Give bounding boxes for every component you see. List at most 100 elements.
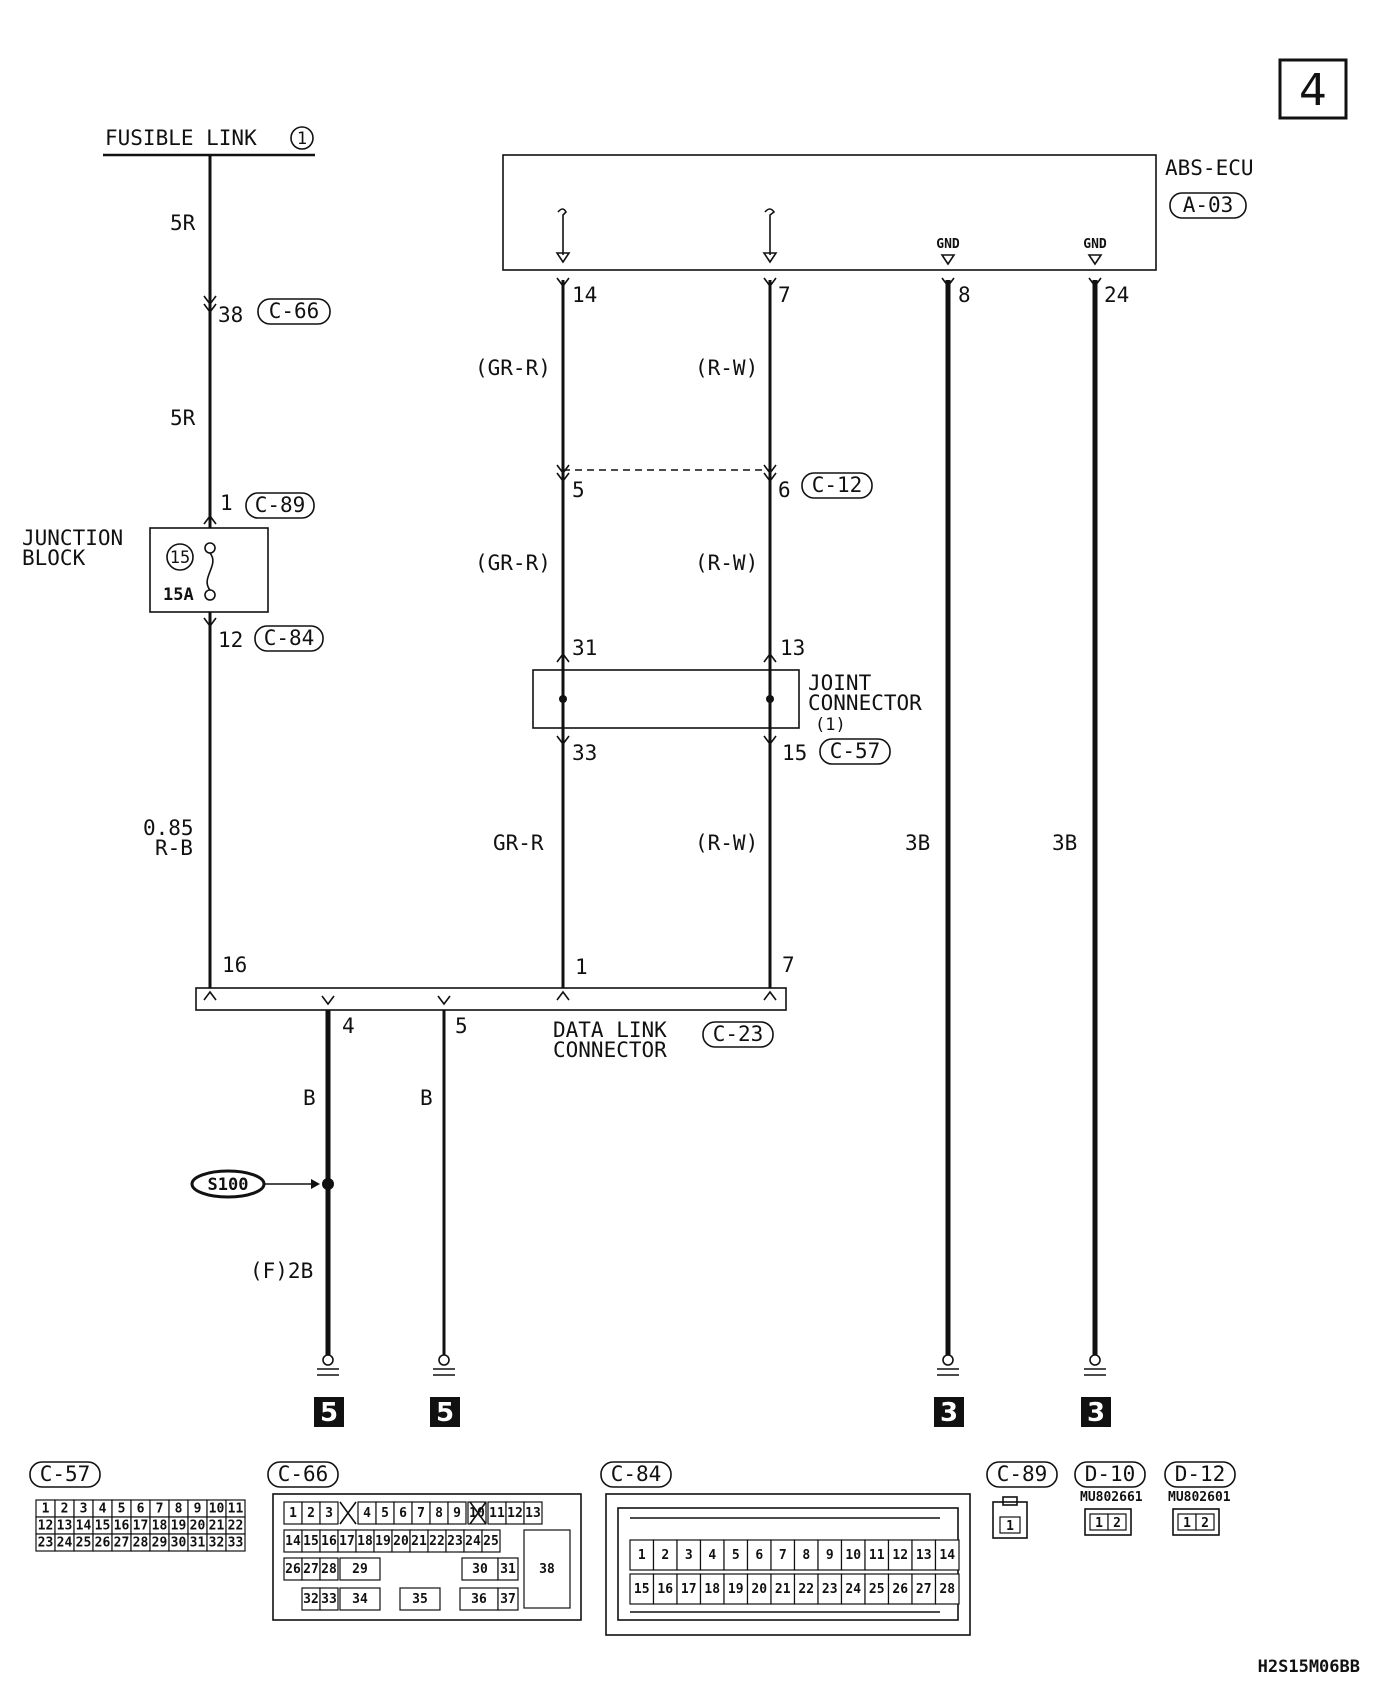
joint-node-b: [766, 695, 774, 703]
face-c84-outline: [605, 1493, 971, 1636]
face-c66-pin-32: 32: [303, 1592, 319, 1607]
face-c66-pin-28: 28: [321, 1562, 337, 1577]
pin-24: 24: [1104, 283, 1129, 307]
face-c66-pin-17: 17: [339, 1534, 355, 1549]
conn-c84-label: C-84: [264, 626, 315, 650]
face-c57-pin-23: 23: [38, 1536, 54, 1551]
face-c84-pin-25: 25: [869, 1582, 885, 1597]
face-c57-pin-5: 5: [118, 1502, 126, 1517]
face-d10-cell-2: 2: [1113, 1516, 1121, 1531]
face-c66-cell: [523, 1501, 543, 1525]
face-c66-pin-4: 4: [363, 1506, 371, 1521]
face-c57-pin-6: 6: [137, 1502, 145, 1517]
data-link-line2: CONNECTOR: [553, 1038, 667, 1062]
pin-38: 38: [218, 303, 243, 327]
conn-c12-label: C-12: [812, 473, 863, 497]
face-c89-cell-1: 1: [1006, 1519, 1014, 1534]
face-c84-cell: [934, 1573, 960, 1605]
pin-8: 8: [958, 283, 971, 307]
fuse-terminal-top: [204, 542, 216, 554]
gnd-label-a: GND: [936, 237, 960, 252]
face-c66-pin-6: 6: [399, 1506, 407, 1521]
conn-c89-label: C-89: [255, 493, 306, 517]
ground-ref-box-4: [1081, 1397, 1111, 1427]
face-c66-pin-27: 27: [303, 1562, 319, 1577]
face-c66-pin-19: 19: [375, 1534, 391, 1549]
face-c57-pin-30: 30: [171, 1536, 187, 1551]
face-c66-pin-36: 36: [471, 1592, 487, 1607]
face-c84-pin-2: 2: [661, 1548, 669, 1563]
face-c66-cell: [481, 1529, 501, 1553]
dlc-mark-4: [321, 995, 335, 1006]
pin-5a: 5: [572, 478, 585, 502]
wire-b-b-label: B: [420, 1086, 433, 1110]
face-c84-pin-3: 3: [685, 1548, 693, 1563]
face-c66-pin-33: 33: [321, 1592, 337, 1607]
face-c66-pin-34: 34: [352, 1592, 368, 1607]
face-c84-pin-6: 6: [755, 1548, 763, 1563]
face-d10-oval: [1074, 1461, 1146, 1488]
data-link-connector-box: [195, 987, 787, 1011]
face-c57-cell: [225, 1533, 246, 1552]
fusible-link-number: 1: [297, 129, 307, 149]
connector-mark-15: [763, 735, 777, 746]
face-c57-pin-11: 11: [228, 1502, 244, 1517]
face-c57-pin-29: 29: [152, 1536, 168, 1551]
ground-ref-3: 3: [940, 1398, 958, 1428]
face-c57-pin-2: 2: [61, 1502, 69, 1517]
face-c84-pin-13: 13: [916, 1548, 932, 1563]
face-c66-cell: [497, 1587, 519, 1611]
wire-3b-a-label: 3B: [905, 831, 930, 855]
pin-31: 31: [572, 636, 597, 660]
conn-c57-oval: [819, 738, 891, 765]
ground-symbol-3: [937, 1354, 959, 1376]
pin-16: 16: [222, 953, 247, 977]
fuse-number: 15: [170, 548, 190, 568]
pin-4: 4: [342, 1014, 355, 1038]
face-c66-cell: [497, 1557, 519, 1581]
pin-7a: 7: [778, 283, 791, 307]
face-c66-outline: [272, 1493, 582, 1621]
face-c57-pin-19: 19: [171, 1519, 187, 1534]
ecu-internal-14: [555, 208, 571, 264]
wire-r-w-1: (R-W): [695, 356, 758, 380]
ground-ref-4: 3: [1087, 1398, 1105, 1428]
splice-arrow-head: [311, 1179, 320, 1189]
face-c89-label: C-89: [997, 1462, 1048, 1486]
pin-33: 33: [572, 741, 597, 765]
face-d10-label: D-10: [1085, 1462, 1136, 1486]
face-c66-pin-14: 14: [285, 1534, 301, 1549]
face-c84-pin-21: 21: [775, 1582, 791, 1597]
face-d12-cell-2: 2: [1201, 1516, 1209, 1531]
face-c66-pin-23: 23: [447, 1534, 463, 1549]
face-c57-pin-14: 14: [76, 1519, 92, 1534]
face-c66-pin-37: 37: [500, 1592, 516, 1607]
fuse-terminal-bottom: [204, 589, 216, 601]
joint-connector-line1: JOINT: [808, 671, 872, 695]
wire-b-a-label: B: [303, 1086, 316, 1110]
face-c66-blank-marks: [339, 1501, 487, 1525]
face-c57-pin-18: 18: [152, 1519, 168, 1534]
abs-ecu-label: ABS-ECU: [1165, 156, 1254, 180]
face-c66-pin-1: 1: [289, 1506, 297, 1521]
abs-ecu-connector-oval: [1169, 192, 1247, 219]
face-c57-pin-28: 28: [133, 1536, 149, 1551]
fusible-link-number-circle: [290, 126, 314, 150]
connector-mark-6: [763, 464, 777, 483]
face-c66-pin-30: 30: [472, 1562, 488, 1577]
junction-block-line2: BLOCK: [22, 546, 86, 570]
connector-mark-38: [203, 295, 217, 314]
face-c84-pin-14: 14: [939, 1548, 955, 1563]
wire-r-w-3: (R-W): [695, 831, 758, 855]
face-c66-pin-13: 13: [525, 1506, 541, 1521]
dlc-mark-5: [437, 995, 451, 1006]
face-c66-pin-29: 29: [352, 1562, 368, 1577]
face-c66-pin-38: 38: [539, 1562, 555, 1577]
connector-mark-7a: [763, 277, 777, 288]
face-c66-cell: [319, 1587, 339, 1611]
face-c57-pin-21: 21: [209, 1519, 225, 1534]
face-c66-cell: [399, 1587, 441, 1611]
fuse-rating: 15A: [163, 585, 194, 605]
